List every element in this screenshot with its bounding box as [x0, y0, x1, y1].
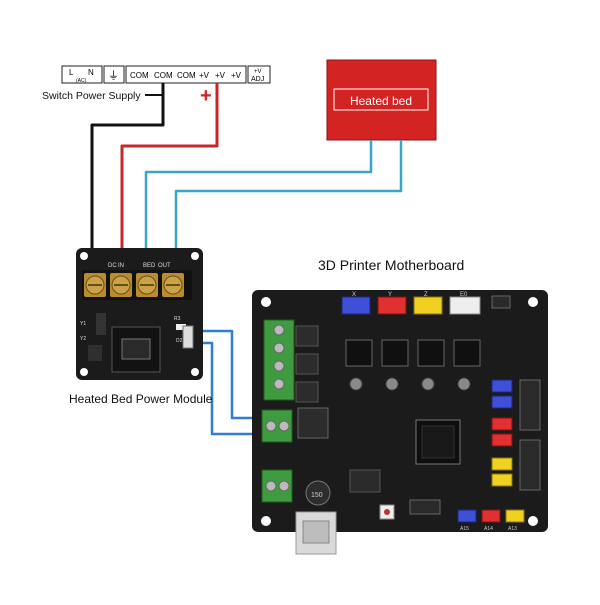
ac-terminal-box — [61, 65, 103, 84]
board-mount-hole — [528, 297, 538, 307]
heated-bed: Heated bed — [326, 59, 437, 141]
terminal-v-3: +V — [231, 71, 242, 80]
top-right-header — [491, 295, 511, 309]
board-regulator — [297, 407, 329, 439]
wire-black-com — [90, 83, 165, 262]
module-side-label-d2: D2 — [176, 338, 183, 344]
motherboard-label: 3D Printer Motherboard — [318, 257, 464, 273]
stepper-driver-e0 — [453, 339, 481, 367]
terminal-v-2: +V — [215, 71, 226, 80]
endstop-connector — [491, 457, 513, 471]
board-mount-hole — [528, 516, 538, 526]
thermistor-connector-a15 — [457, 509, 477, 523]
positive-symbol: + — [200, 85, 212, 107]
power-supply-label: Switch Power Supply — [42, 90, 141, 102]
module-signal-connector — [182, 325, 194, 349]
dc-terminal-box — [125, 65, 247, 84]
stepper-driver-z — [417, 339, 445, 367]
power-supply-terminal-strip: L N (AC) ⏚ COM COM COM +V +V +V +V ADJ — [61, 65, 271, 84]
header-label-x: X — [352, 292, 356, 298]
bottom-label-a13: A13 — [508, 526, 517, 532]
wire-cyan-bed-b — [174, 140, 403, 262]
terminal-com-2: COM — [154, 71, 173, 80]
module-label-bed: BED — [143, 263, 156, 269]
bottom-header — [409, 499, 441, 515]
endstop-connector — [491, 379, 513, 393]
module-screw-terminals — [84, 273, 184, 297]
terminal-com-1: COM — [130, 71, 149, 80]
module-mosfet-body — [121, 338, 151, 360]
module-label-out: OUT — [158, 263, 171, 269]
header-label-e0: E0 — [460, 292, 468, 298]
thermistor-connector-a14 — [481, 509, 501, 523]
module-mount-hole — [191, 252, 199, 260]
endstop-connector — [491, 433, 513, 447]
connector-z-motor — [413, 296, 443, 315]
stepper-driver-y — [381, 339, 409, 367]
ground-terminal-box — [103, 65, 125, 84]
chip-label: 150 — [311, 492, 323, 499]
wire-red-vplus — [120, 83, 219, 262]
exp-header — [519, 439, 541, 491]
connector-e0-motor — [449, 296, 481, 315]
module-resistor — [96, 313, 106, 335]
heated-bed-power-module: DC IN BED OUT R3 Y1 Y2 D2 — [76, 248, 203, 380]
terminal-l-label: L — [69, 68, 74, 77]
connector-x-motor — [341, 296, 371, 315]
wires — [90, 83, 403, 436]
header-label-z: Z — [424, 292, 428, 298]
endstop-connector — [491, 473, 513, 487]
heated-bed-label: Heated bed — [350, 94, 412, 108]
connector-y-motor — [377, 296, 407, 315]
terminal-v-1: +V — [199, 71, 210, 80]
thermistor-connector-a13 — [505, 509, 525, 523]
module-mount-hole — [191, 368, 199, 376]
endstop-connector — [491, 395, 513, 409]
stepper-driver-x — [345, 339, 373, 367]
bottom-label-a14: A14 — [484, 526, 493, 532]
board-mosfet — [295, 325, 319, 347]
header-label-y: Y — [388, 292, 392, 298]
exp-header — [519, 379, 541, 431]
wire-blue-signal-a — [188, 329, 266, 420]
adj-terminal-box — [247, 65, 271, 84]
board-mosfet — [295, 381, 319, 403]
terminal-com-3: COM — [177, 71, 196, 80]
terminal-v-adj: +V — [254, 69, 262, 75]
module-side-label-r3: R3 — [174, 316, 181, 322]
module-side-label-y2: Y2 — [80, 336, 86, 342]
terminal-n-label: N — [88, 68, 94, 77]
board-chip — [349, 469, 381, 493]
board-mount-hole — [261, 516, 271, 526]
module-label-in: IN — [118, 263, 124, 269]
terminal-adj-label: ADJ — [251, 76, 264, 83]
wire-cyan-bed-a — [144, 140, 373, 262]
board-inductor — [305, 480, 331, 506]
bottom-label-a15: A15 — [460, 526, 469, 532]
board-mount-hole — [261, 297, 271, 307]
motherboard: X Y Z E0 — [252, 290, 548, 555]
module-mount-hole — [80, 368, 88, 376]
ground-icon: ⏚ — [108, 69, 119, 82]
board-mosfet — [295, 353, 319, 375]
terminal-ac-label: (AC) — [76, 78, 87, 84]
module-led — [176, 324, 186, 330]
module-side-label-y1: Y1 — [80, 321, 86, 327]
module-component — [88, 345, 102, 361]
module-label: Heated Bed Power Module — [69, 392, 213, 406]
endstop-connector — [491, 417, 513, 431]
module-mount-hole — [80, 252, 88, 260]
module-label-dc: DC — [108, 263, 117, 269]
